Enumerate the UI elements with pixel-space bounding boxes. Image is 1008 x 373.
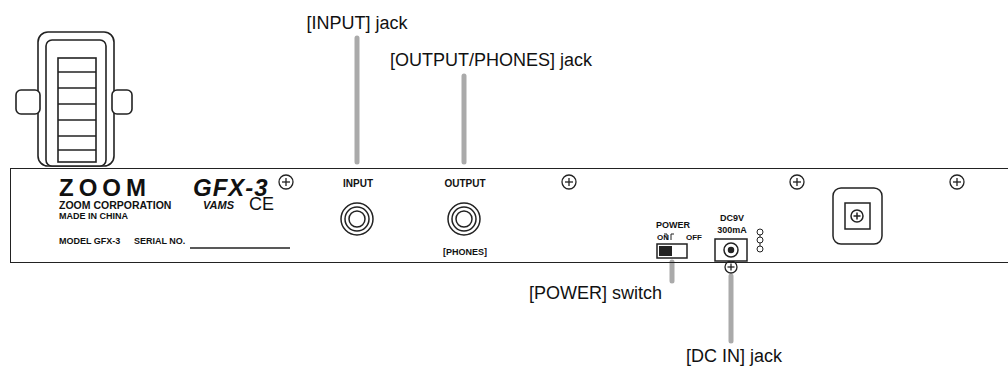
input-jack [341, 203, 373, 235]
spring-line [58, 119, 96, 121]
panel-marking: OFF [686, 234, 702, 243]
screw-head [950, 175, 964, 189]
callout-label: [OUTPUT/PHONES] jack [390, 51, 592, 71]
leader-line [670, 262, 675, 281]
leader-line [729, 276, 734, 341]
power-switch [657, 234, 687, 258]
screw-head [562, 175, 576, 189]
hinge-knob [16, 90, 40, 114]
spring-line [58, 135, 96, 137]
panel-marking: POWER [656, 221, 690, 231]
screw-head [279, 175, 293, 189]
panel-marking: 300mA [717, 226, 747, 236]
leader-line [462, 76, 467, 162]
panel-marking: ZOOM CORPORATION [59, 200, 171, 212]
leader-line [355, 38, 360, 162]
panel-marking: VAMS [203, 199, 234, 211]
panel-marking: INPUT [343, 178, 373, 189]
panel-marking: OUTPUT [444, 178, 485, 189]
panel-marking: [PHONES] [443, 248, 487, 258]
panel-marking: CE [249, 195, 274, 215]
screws [279, 175, 964, 273]
spring-line [58, 87, 96, 89]
panel-marking: SERIAL NO. [134, 237, 185, 247]
output-jack [448, 203, 480, 235]
spring-line [58, 103, 96, 105]
spring-line [58, 149, 96, 151]
rear-panel: ZOOMGFX-3ZOOM CORPORATIONMADE IN CHINAVA… [10, 168, 1008, 263]
hinge-spring [58, 58, 96, 162]
polarity-symbol [757, 229, 763, 252]
panel-marking: ON [657, 234, 669, 243]
hinge-knob [112, 90, 132, 114]
panel-marking: MADE IN CHINA [59, 212, 128, 222]
hinge-frame [38, 32, 114, 166]
callout-label: [POWER] switch [529, 284, 662, 304]
spring-line [58, 71, 96, 73]
mount-bracket [833, 188, 882, 244]
serial-underline [190, 247, 290, 248]
dc-jack [715, 239, 747, 261]
callout-label: [INPUT] jack [306, 14, 407, 34]
callout-label: [DC IN] jack [686, 347, 782, 367]
panel-marking: MODEL GFX-3 [59, 237, 120, 247]
leader-lines [357, 38, 731, 341]
pedal-hinge [16, 32, 132, 166]
panel-marking: DC9V [720, 214, 744, 224]
screw-head [790, 175, 804, 189]
panel-marking: ZOOM [59, 175, 151, 201]
hinge-frame-inner [46, 40, 106, 166]
